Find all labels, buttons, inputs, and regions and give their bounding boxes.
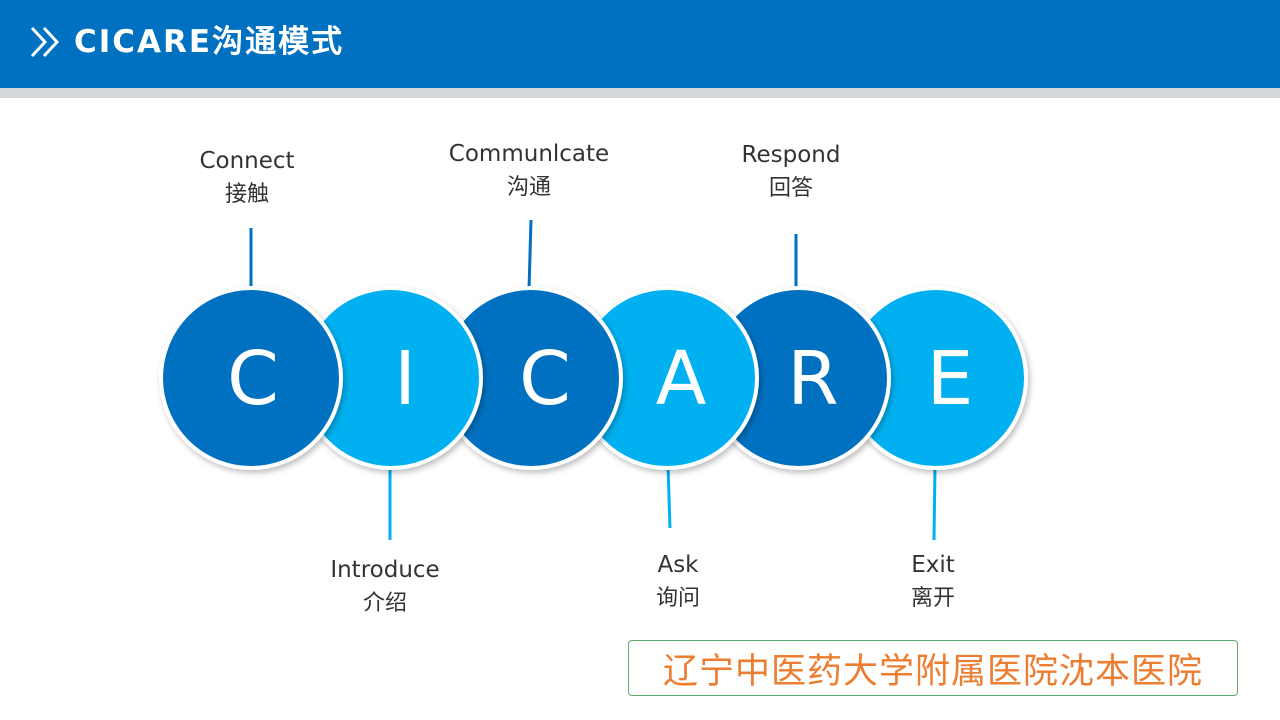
hospital-name: 辽宁中医药大学附属医院沈本医院 <box>662 651 1203 692</box>
step-label-zh: 离开 <box>910 586 955 611</box>
step-label-en: Introduce <box>330 557 440 583</box>
step-label-respond: Respond 回答 <box>691 138 891 206</box>
step-i-letter: I <box>394 336 416 422</box>
step-c2-letter: C <box>519 336 571 422</box>
step-label-introduce: Introduce 介绍 <box>285 553 485 621</box>
step-label-ask: Ask 询问 <box>578 548 778 616</box>
step-r-letter: R <box>787 336 838 422</box>
step-label-en: Exit <box>911 552 955 578</box>
step-c1-circle: C <box>159 286 343 470</box>
step-c2-circle: C <box>439 286 623 470</box>
step-a-circle: A <box>575 286 759 470</box>
connector-line-communicate <box>527 219 533 291</box>
step-label-communicate: Communlcate 沟通 <box>429 137 629 205</box>
step-label-zh: 沟通 <box>506 175 551 200</box>
connector-line-ask <box>666 464 672 529</box>
header-bar: CICARE沟通模式 <box>0 0 1280 88</box>
connector-line-exit <box>932 464 937 541</box>
step-label-zh: 接触 <box>224 182 269 207</box>
step-label-en: Communlcate <box>448 141 610 167</box>
step-r-circle: R <box>707 286 891 470</box>
step-label-zh: 询问 <box>655 586 700 611</box>
step-c1-letter: C <box>227 336 279 422</box>
step-label-en: Respond <box>741 142 841 168</box>
double-chevron-right-icon <box>30 26 60 58</box>
step-e-circle: E <box>844 286 1028 470</box>
step-label-connect: Connect 接触 <box>147 144 347 212</box>
step-label-zh: 介绍 <box>362 591 407 616</box>
step-a-letter: A <box>656 336 707 422</box>
step-label-zh: 回答 <box>768 176 813 201</box>
step-label-en: Connect <box>199 148 295 174</box>
hospital-name-box: 辽宁中医药大学附属医院沈本医院 <box>628 640 1238 696</box>
step-label-exit: Exit 离开 <box>833 548 1033 616</box>
step-e-letter: E <box>927 336 974 422</box>
step-label-en: Ask <box>657 552 699 578</box>
page-title: CICARE沟通模式 <box>74 24 345 60</box>
header-divider <box>0 88 1280 98</box>
